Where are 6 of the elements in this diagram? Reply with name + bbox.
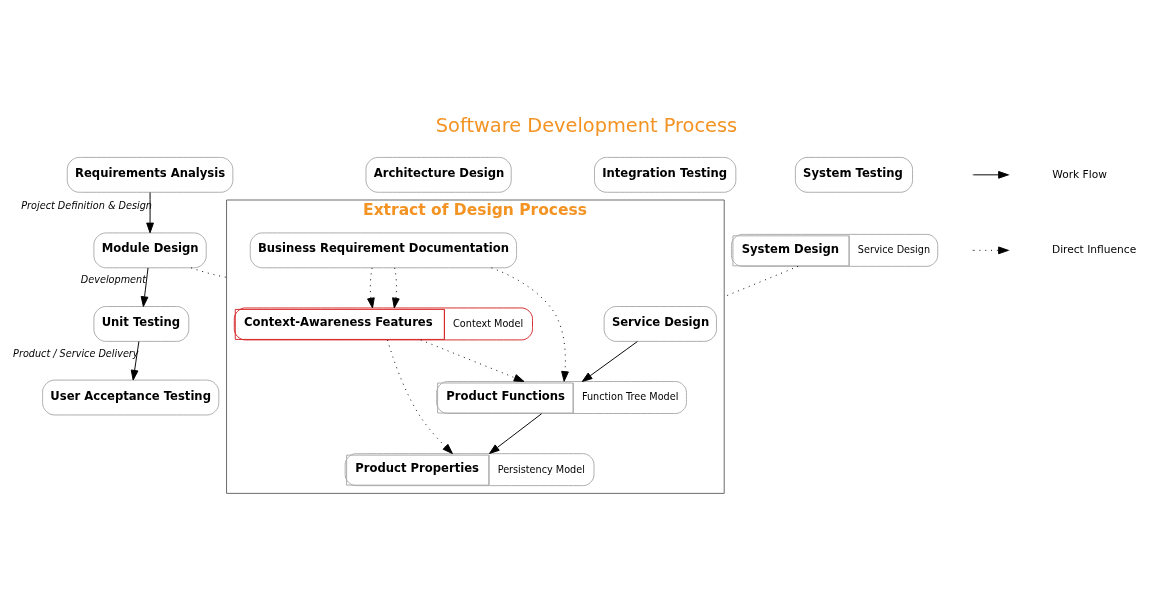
legend-label: Work Flow xyxy=(1052,167,1107,181)
edge-label: Development xyxy=(80,274,146,286)
diagram-title: Software Development Process xyxy=(435,114,738,138)
edge-label: Product / Service Delivery xyxy=(13,347,139,359)
edge-label: Project Definition & Design xyxy=(21,199,152,211)
legend-label: Direct Influence xyxy=(1051,243,1137,257)
